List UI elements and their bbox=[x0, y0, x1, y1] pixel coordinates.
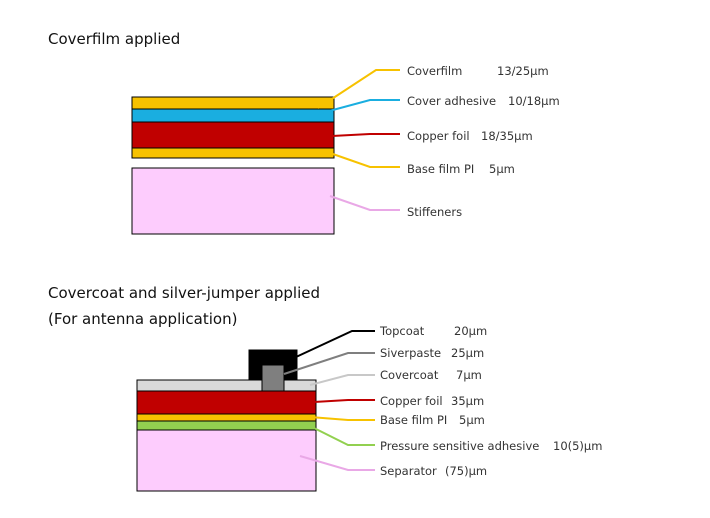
base-film-label-2: Base film PI bbox=[380, 413, 447, 427]
psa-spec: 10(5)μm bbox=[553, 439, 602, 453]
silverpaste-layer bbox=[261, 364, 285, 392]
copper-foil-spec: 18/35μm bbox=[481, 129, 533, 143]
copper-foil-leader bbox=[331, 133, 400, 137]
base-film-leader bbox=[329, 152, 400, 168]
base-film-spec-2: 5μm bbox=[459, 413, 485, 427]
coverfilm-stack bbox=[131, 96, 335, 235]
topcoat-spec: 20μm bbox=[454, 324, 487, 338]
covercoat-label: Covercoat bbox=[380, 368, 439, 382]
base-film-layer-2 bbox=[136, 413, 317, 422]
cover-adhesive-layer bbox=[131, 108, 335, 123]
coverfilm-label: Coverfilm bbox=[407, 64, 462, 78]
psa-leader bbox=[309, 425, 375, 446]
base-film-label: Base film PI bbox=[407, 162, 474, 176]
section1-title: Coverfilm applied bbox=[48, 30, 181, 48]
base-film-leader-2 bbox=[309, 416, 375, 421]
section2-leaders bbox=[283, 330, 375, 471]
silverpaste-label: Siverpaste bbox=[380, 346, 441, 360]
cover-adhesive-leader bbox=[317, 99, 400, 115]
copper-foil-label: Copper foil bbox=[407, 129, 470, 143]
base-film-spec: 5μm bbox=[489, 162, 515, 176]
copper-foil-label-2: Copper foil bbox=[380, 394, 443, 408]
psa-layer bbox=[136, 420, 317, 431]
separator-spec: (75)μm bbox=[445, 464, 487, 478]
section1-leaders bbox=[317, 69, 400, 211]
copper-foil-layer-2 bbox=[136, 390, 317, 415]
covercoat-leader bbox=[309, 374, 375, 386]
separator-layer bbox=[136, 429, 317, 492]
covercoat-layer bbox=[136, 379, 317, 392]
silverpaste-leader bbox=[283, 352, 375, 375]
section2-labels: Topcoat 20μm Siverpaste 25μm Covercoat 7… bbox=[379, 324, 602, 478]
stiffeners-leader bbox=[329, 195, 400, 211]
psa-label: Pressure sensitive adhesive bbox=[380, 439, 539, 453]
cover-adhesive-label: Cover adhesive bbox=[407, 94, 496, 108]
topcoat-label: Topcoat bbox=[379, 324, 425, 338]
silverpaste-spec: 25μm bbox=[451, 346, 484, 360]
coverfilm-leader bbox=[317, 69, 400, 109]
topcoat-leader bbox=[295, 330, 375, 358]
coverfilm-layer bbox=[131, 96, 335, 110]
copper-foil-layer bbox=[131, 121, 335, 149]
section2-subtitle: (For antenna application) bbox=[48, 310, 238, 328]
covercoat-stack bbox=[136, 349, 317, 492]
base-film-layer bbox=[131, 147, 335, 159]
stiffeners-label: Stiffeners bbox=[407, 205, 462, 219]
coverfilm-spec: 13/25μm bbox=[497, 64, 549, 78]
section2-title: Covercoat and silver-jumper applied bbox=[48, 284, 321, 302]
section1-labels: Coverfilm 13/25μm Cover adhesive 10/18μm… bbox=[407, 64, 560, 219]
stiffeners-layer bbox=[131, 167, 335, 235]
copper-foil-spec-2: 35μm bbox=[451, 394, 484, 408]
separator-label: Separator bbox=[380, 464, 437, 478]
copper-foil-leader-2 bbox=[313, 399, 375, 403]
separator-leader bbox=[299, 455, 375, 471]
cover-adhesive-spec: 10/18μm bbox=[508, 94, 560, 108]
covercoat-spec: 7μm bbox=[456, 368, 482, 382]
